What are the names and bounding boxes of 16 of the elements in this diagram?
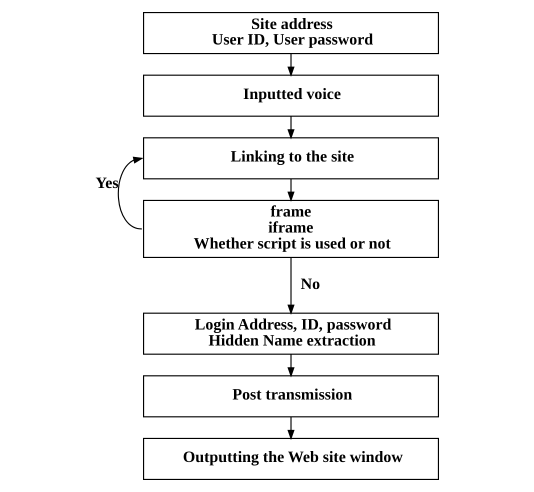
node-box: Site address User ID, User password (143, 12, 440, 54)
node-box: Post transmission (143, 375, 440, 418)
node-box: Inputted voice (143, 74, 440, 117)
node-box: frame iframe Whether script is used or not (143, 200, 440, 258)
arrow (287, 354, 295, 378)
arrow (287, 54, 295, 77)
edge-label: No (300, 276, 320, 293)
arrow (118, 156, 144, 230)
node-box: Outputting the Web site window (143, 438, 440, 480)
node-box: Linking to the site (143, 137, 440, 180)
edge-label: Yes (96, 174, 119, 192)
arrow (287, 416, 295, 440)
node-box: Login Address, ID, password Hidden Name extraction (143, 312, 440, 355)
arrow (287, 116, 295, 140)
arrow (287, 178, 295, 202)
arrow (287, 258, 295, 315)
